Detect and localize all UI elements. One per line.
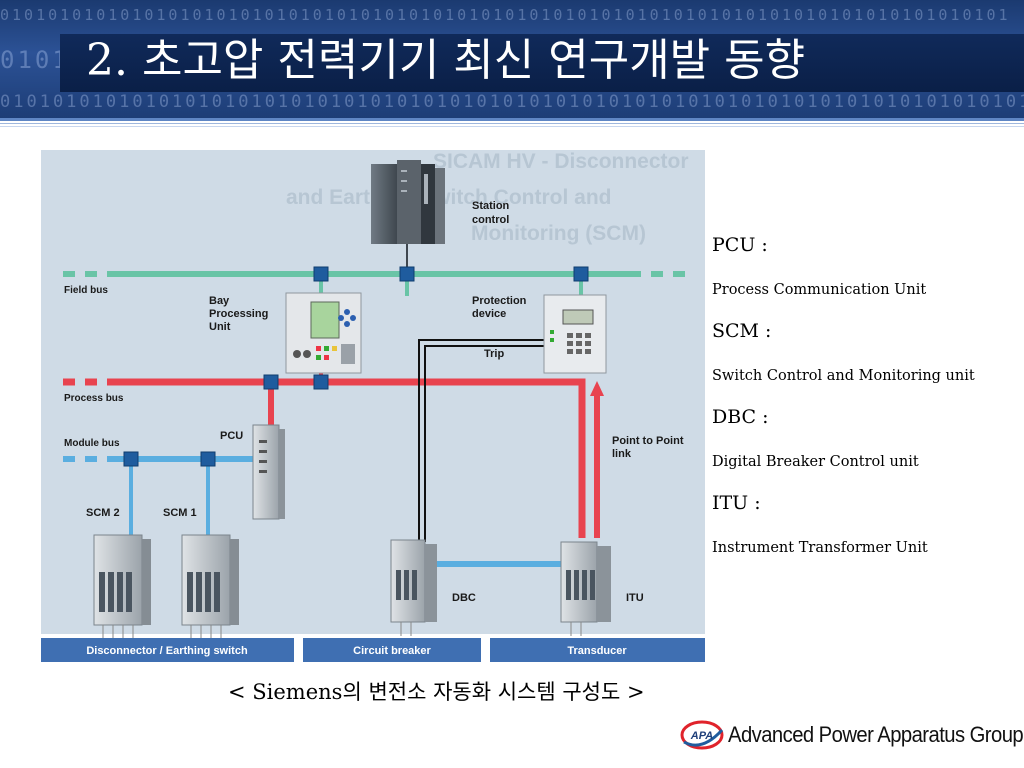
background-text-line-2: and Earthing Switch Control and: [286, 186, 612, 209]
scm2-device: [93, 534, 151, 638]
footer-bar-disconnector: [41, 638, 294, 662]
field-bus-node-1: [313, 266, 329, 282]
legend-abbr-scm: SCM :: [712, 320, 772, 342]
process-bus-label: Process bus: [64, 393, 124, 404]
field-bus-node-3: [573, 266, 589, 282]
title-rule-faint: [0, 126, 1024, 127]
pcu-device: [252, 424, 285, 520]
title-rule: [0, 118, 1024, 121]
protection-device: [543, 294, 607, 374]
apa-logo: APA Advanced Power Apparatus Group: [680, 718, 1024, 754]
dbc-device: [390, 539, 437, 636]
substation-automation-diagram: SICAM HV - Disconnector and Earthing Swi…: [41, 150, 705, 662]
scm2-label: SCM 2: [86, 507, 120, 519]
module-bus-node-2: [200, 451, 216, 467]
field-bus-node-2: [399, 266, 415, 282]
apa-logo-name: Advanced Power Apparatus Group: [728, 722, 1024, 747]
itu-device: [560, 541, 611, 636]
figure-caption: < Siemens의 변전소 자동화 시스템 구성도 >: [228, 680, 645, 704]
protection-device-label: Protection device: [472, 295, 529, 320]
footer-bar-circuit-breaker: [303, 638, 481, 662]
footer-label-circuit-breaker: Circuit breaker: [353, 645, 431, 657]
itu-label: ITU: [626, 592, 644, 604]
station-control-device: [371, 160, 445, 244]
bay-processing-unit-label: Bay Processing Unit: [209, 295, 271, 333]
legend-full-dbc: Digital Breaker Control unit: [712, 454, 919, 470]
slide-title: 2. 초고압 전력기기 최신 연구개발 동향: [86, 35, 806, 86]
dbc-label: DBC: [452, 592, 476, 604]
trip-wires: [418, 339, 544, 542]
apa-logo-mark-text: APA: [690, 730, 713, 742]
legend-full-scm: Switch Control and Monitoring unit: [712, 368, 975, 384]
footer-label-disconnector: Disconnector / Earthing switch: [86, 645, 248, 657]
scm1-device: [181, 534, 239, 638]
process-bus-node-1: [263, 374, 279, 390]
bay-processing-unit-device: [285, 292, 362, 374]
legend-full-itu: Instrument Transformer Unit: [712, 540, 928, 556]
legend-abbr-pcu: PCU :: [712, 234, 768, 256]
scm1-label: SCM 1: [163, 507, 197, 519]
pcu-label: PCU: [220, 430, 243, 442]
legend-abbr-dbc: DBC :: [712, 406, 769, 428]
point-to-point-link-label: Point to Point link: [612, 435, 687, 460]
legend-abbr-itu: ITU :: [712, 492, 761, 514]
point-to-point-arrowhead: [590, 381, 604, 396]
legend-full-pcu: Process Communication Unit: [712, 282, 927, 298]
trip-label: Trip: [484, 348, 504, 360]
station-control-label: Station control: [472, 200, 512, 226]
apa-logo-mark-icon: APA: [680, 720, 724, 750]
abbreviation-legend: PCU : Process Communication Unit SCM : S…: [712, 232, 1017, 576]
footer-label-transducer: Transducer: [567, 645, 627, 657]
title-rule-thin: [0, 123, 1024, 124]
binary-pattern-bottom: 0101010101010101010101010101010101010101…: [0, 92, 1024, 112]
field-bus-label: Field bus: [64, 285, 108, 296]
background-text-line-3: Monitoring (SCM): [471, 222, 646, 245]
background-text-line-1: SICAM HV - Disconnector: [433, 150, 689, 173]
title-band: [60, 34, 1024, 92]
process-bus-node-2: [313, 374, 329, 390]
module-bus-node-1: [123, 451, 139, 467]
module-bus-label: Module bus: [64, 438, 120, 449]
module-bus-drops: [129, 459, 210, 540]
footer-bar-transducer: [490, 638, 705, 662]
title-banner: 0101010101010101010101010101010101010101…: [0, 0, 1024, 118]
binary-pattern-top: 0101010101010101010101010101010101010101…: [0, 6, 1011, 24]
